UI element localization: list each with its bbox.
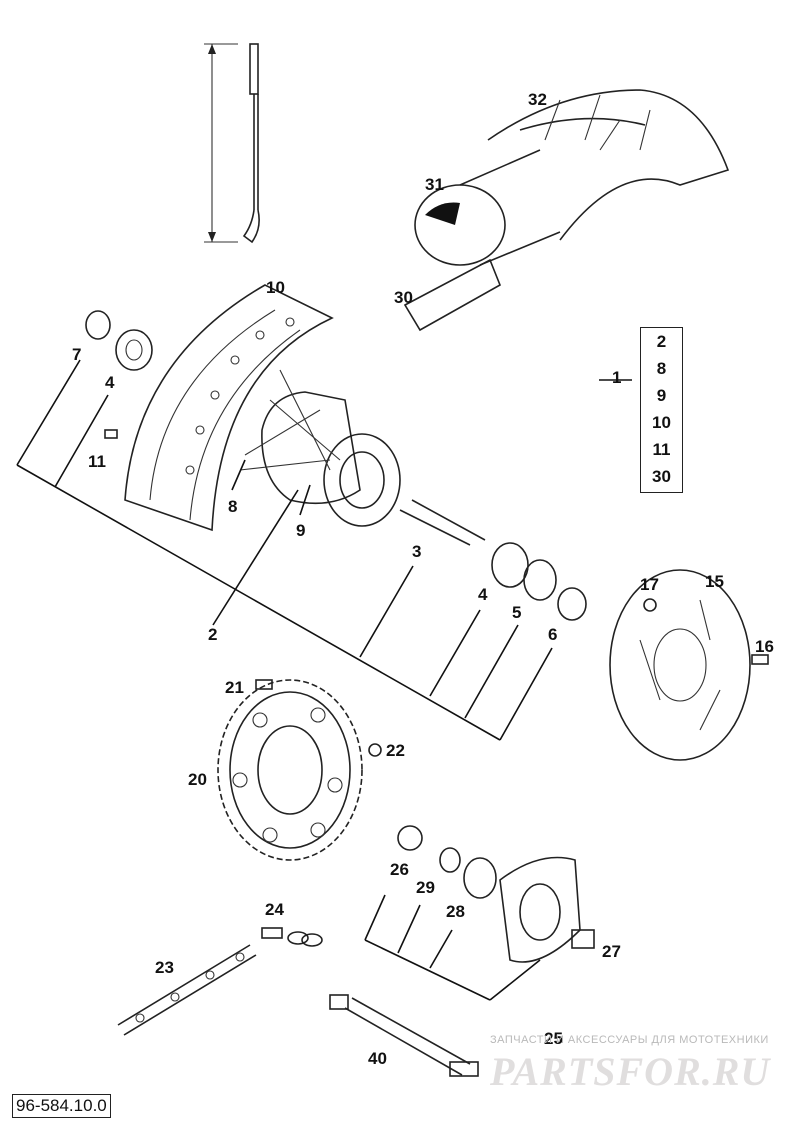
- label-17: 17: [640, 575, 659, 594]
- brake-disc-drawing: [609, 569, 769, 761]
- label-23: 23: [155, 958, 174, 977]
- rim-drawing: [124, 284, 334, 532]
- tire-tube-drawing: [403, 89, 730, 332]
- group-item: 10: [652, 413, 671, 432]
- label-9: 9: [296, 521, 305, 540]
- label-3: 3: [412, 542, 421, 561]
- sprocket-drawing: [217, 679, 382, 861]
- group-item: 30: [652, 467, 671, 486]
- group-item: 2: [656, 332, 667, 351]
- hub-drawing: [239, 369, 401, 527]
- document-number: 96-584.10.0: [12, 1094, 111, 1118]
- label-27: 27: [602, 942, 621, 961]
- label-24: 24: [265, 900, 284, 919]
- label-4b: 4: [478, 585, 488, 604]
- label-2: 2: [208, 625, 217, 644]
- watermark-tagline: ЗАПЧАСТИ И АКСЕССУАРЫ ДЛЯ МОТОТЕХНИКИ: [490, 1034, 769, 1046]
- label-40: 40: [368, 1049, 387, 1068]
- label-7: 7: [72, 345, 81, 364]
- chain-drawing: [117, 927, 323, 1036]
- label-32: 32: [528, 90, 547, 109]
- label-25: 25: [544, 1029, 563, 1048]
- spoke-drawing: [204, 43, 260, 244]
- label-15: 15: [705, 572, 724, 591]
- label-16: 16: [755, 637, 774, 656]
- label-8: 8: [228, 497, 237, 516]
- label-5: 5: [512, 603, 521, 622]
- axle-drawing: [329, 994, 479, 1077]
- leader-lines: [16, 359, 632, 1001]
- label-29: 29: [416, 878, 435, 897]
- label-6: 6: [548, 625, 557, 644]
- label-4a: 4: [105, 373, 115, 392]
- group-item: 8: [656, 359, 667, 378]
- label-28: 28: [446, 902, 465, 921]
- label-11: 11: [88, 452, 106, 471]
- label-30: 30: [394, 288, 413, 307]
- label-20: 20: [188, 770, 207, 789]
- label-10: 10: [266, 278, 285, 297]
- assembly-group-box: 2 8 9 10 11 30: [640, 327, 683, 493]
- group-item: 11: [652, 440, 671, 459]
- group-label: 1: [612, 368, 622, 387]
- bearings-drawing: [85, 310, 587, 621]
- group-item: 9: [656, 386, 667, 405]
- sprocket-carrier-drawing: [397, 825, 595, 963]
- label-21: 21: [225, 678, 244, 697]
- label-26: 26: [390, 860, 409, 879]
- label-22: 22: [386, 741, 405, 760]
- label-31: 31: [425, 175, 444, 194]
- watermark-logo: PARTSFOR.RU: [490, 1049, 771, 1094]
